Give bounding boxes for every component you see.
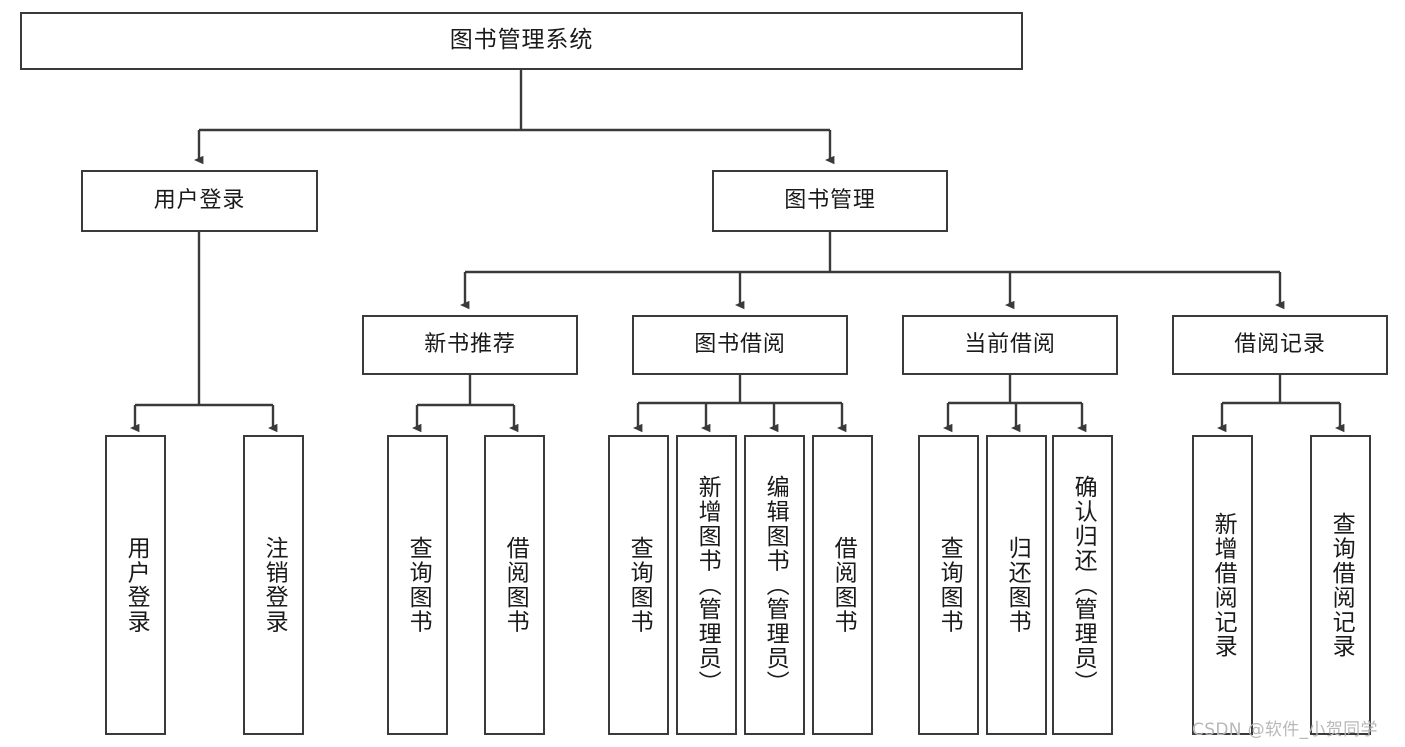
node-current-borrow[interactable]: 当前借阅 [902, 315, 1118, 375]
node-user-login[interactable]: 用户登录 [81, 170, 318, 232]
node-leaf-query-book-2[interactable]: 查询图书 [608, 435, 669, 735]
node-book-borrow[interactable]: 图书借阅 [632, 315, 848, 375]
node-leaf-query-record[interactable]: 查询借阅记录 [1310, 435, 1371, 735]
csdn-watermark: CSDN @软件_小贺同学 [1192, 720, 1378, 740]
node-leaf-query-book-3-label: 查询图书 [936, 536, 963, 634]
node-leaf-user-login-label: 用户登录 [123, 536, 150, 634]
node-leaf-add-book[interactable]: 新增图书（管理员） [676, 435, 737, 735]
node-leaf-return-book[interactable]: 归还图书 [986, 435, 1047, 735]
node-root-label: 图书管理系统 [449, 27, 594, 54]
node-current-borrow-label: 当前借阅 [964, 332, 1056, 358]
node-leaf-add-record-label: 新增借阅记录 [1210, 511, 1237, 659]
node-book-manage[interactable]: 图书管理 [712, 170, 948, 232]
node-leaf-query-book-1[interactable]: 查询图书 [387, 435, 448, 735]
node-book-manage-label: 图书管理 [784, 188, 876, 214]
node-leaf-confirm-return[interactable]: 确认归还（管理员） [1052, 435, 1113, 735]
node-leaf-borrow-book-1-label: 借阅图书 [502, 536, 529, 634]
node-leaf-borrow-book-2[interactable]: 借阅图书 [812, 435, 873, 735]
node-leaf-logout-login-label: 注销登录 [261, 536, 288, 634]
node-leaf-query-book-2-label: 查询图书 [626, 536, 653, 634]
node-leaf-query-record-label: 查询借阅记录 [1328, 511, 1355, 659]
node-leaf-query-book-3[interactable]: 查询图书 [918, 435, 979, 735]
node-leaf-confirm-return-label: 确认归还（管理员） [1070, 475, 1097, 695]
node-root[interactable]: 图书管理系统 [20, 12, 1023, 70]
node-leaf-edit-book[interactable]: 编辑图书（管理员） [744, 435, 805, 735]
node-leaf-user-login[interactable]: 用户登录 [105, 435, 166, 735]
node-borrow-record[interactable]: 借阅记录 [1172, 315, 1388, 375]
node-leaf-add-book-label: 新增图书（管理员） [694, 475, 721, 695]
node-leaf-query-book-1-label: 查询图书 [405, 536, 432, 634]
node-leaf-edit-book-label: 编辑图书（管理员） [762, 475, 789, 695]
node-user-login-label: 用户登录 [153, 188, 246, 214]
node-leaf-return-book-label: 归还图书 [1004, 536, 1031, 634]
node-book-borrow-label: 图书借阅 [694, 332, 786, 358]
node-leaf-logout-login[interactable]: 注销登录 [243, 435, 304, 735]
node-borrow-record-label: 借阅记录 [1234, 332, 1326, 358]
node-leaf-add-record[interactable]: 新增借阅记录 [1192, 435, 1253, 735]
node-leaf-borrow-book-2-label: 借阅图书 [830, 536, 857, 634]
node-new-book-recommend[interactable]: 新书推荐 [362, 315, 578, 375]
node-leaf-borrow-book-1[interactable]: 借阅图书 [484, 435, 545, 735]
node-new-book-recommend-label: 新书推荐 [424, 332, 516, 358]
